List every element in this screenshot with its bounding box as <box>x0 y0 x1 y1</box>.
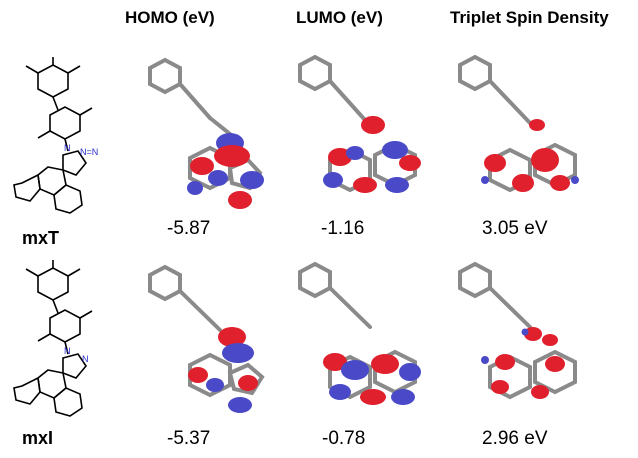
header-lumo: LUMO (eV) <box>296 8 383 27</box>
svg-text:N: N <box>64 346 71 356</box>
homo-value-mxt: -5.87 <box>167 218 211 239</box>
mxi-spin-density-icon <box>458 261 577 400</box>
homo-value-mxi: -5.37 <box>167 428 211 449</box>
svg-text:N: N <box>64 143 71 153</box>
mxi-lumo-orbital-icon <box>298 261 421 405</box>
header-homo: HOMO (eV) <box>125 8 215 27</box>
svg-text:N=N: N=N <box>80 147 98 157</box>
mxt-structure-icon: N N=N <box>13 57 98 214</box>
spin-value-mxt: 3.05 eV <box>482 218 548 239</box>
header-spin: Triplet Spin Density <box>450 8 609 27</box>
mxt-homo-orbital-icon <box>148 57 264 209</box>
spin-value-mxi: 2.96 eV <box>482 428 548 449</box>
compound-name-mxt: mxT <box>22 228 60 248</box>
lumo-value-mxt: -1.16 <box>321 218 365 239</box>
mxt-lumo-orbital-icon <box>298 54 421 193</box>
lumo-value-mxi: -0.78 <box>322 428 366 449</box>
mxi-structure-icon: N N <box>13 260 93 417</box>
svg-text:N: N <box>82 354 89 364</box>
mxi-homo-orbital-icon <box>148 264 265 413</box>
compound-name-mxi: mxI <box>22 428 54 448</box>
mxt-spin-density-icon <box>458 54 579 193</box>
